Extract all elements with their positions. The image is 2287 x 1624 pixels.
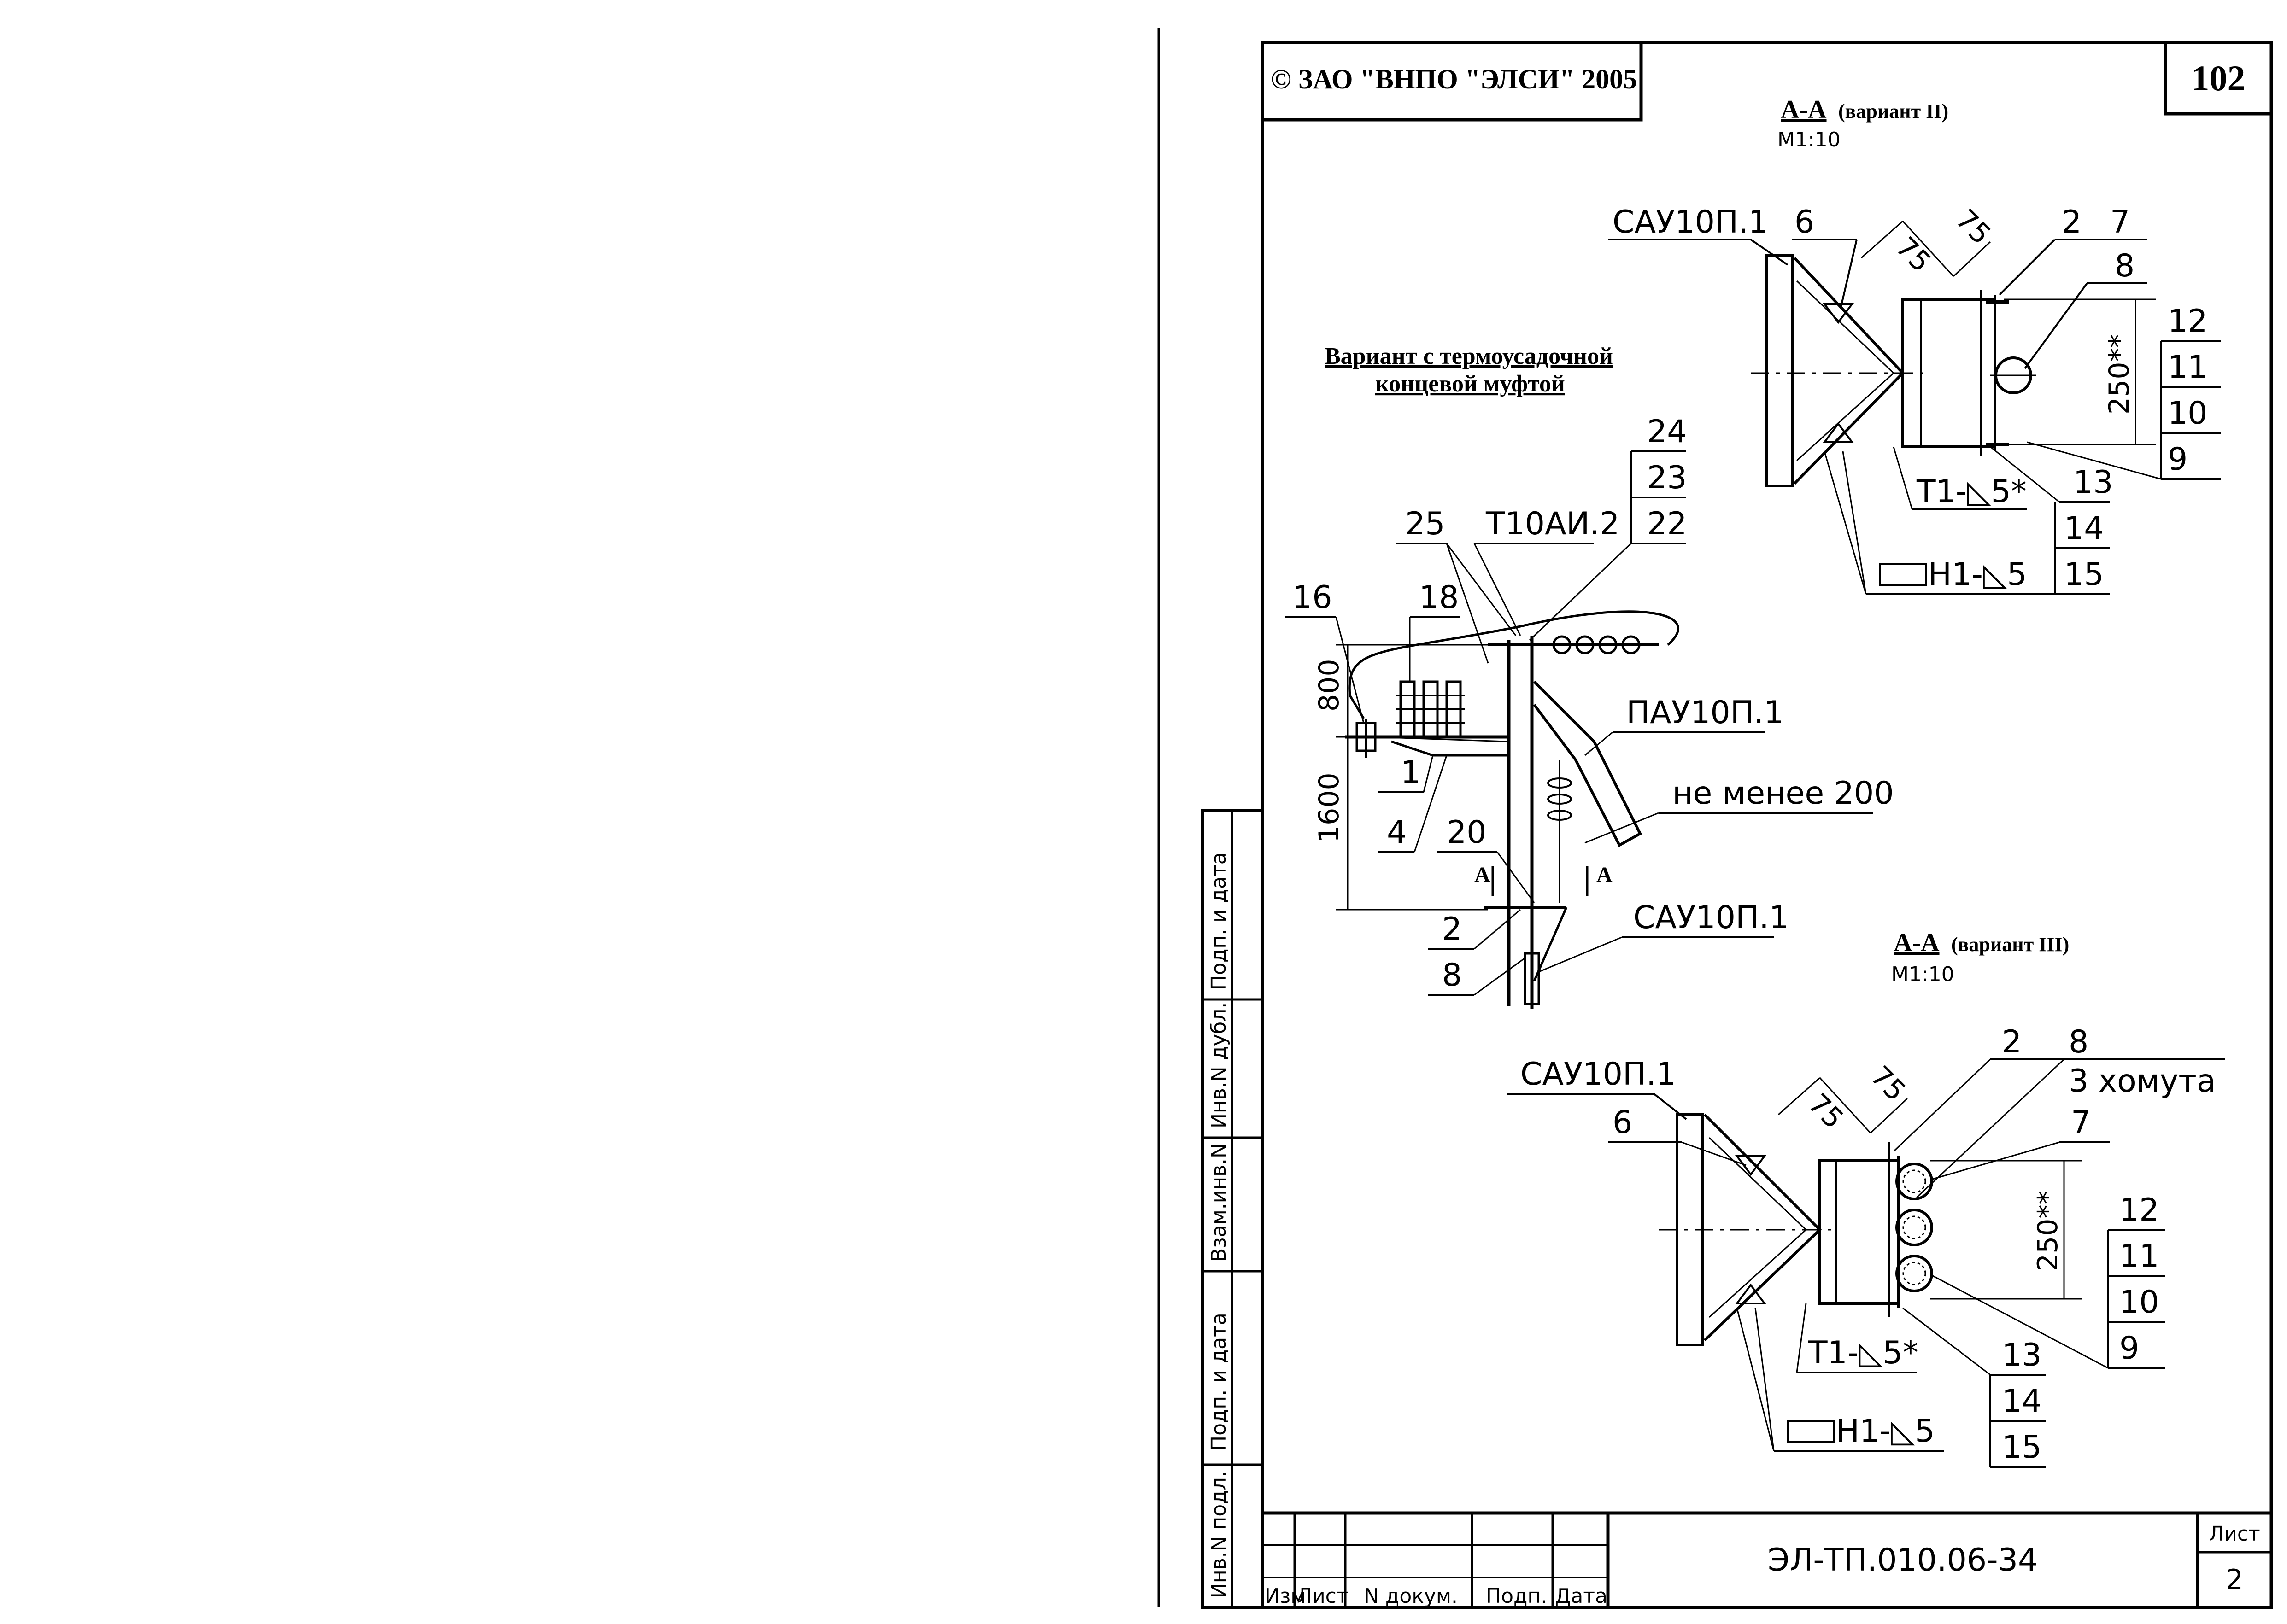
- title-block: Изм. Лист N докум. Подп. Дата ЭЛ-ТП.010.…: [1261, 1511, 2273, 1609]
- stack-item: 11: [2168, 349, 2208, 386]
- dim-250: 250**: [2103, 334, 2135, 415]
- stack-item: 11: [2119, 1238, 2159, 1274]
- weld-t1: Т1-◺5*: [1916, 473, 2027, 510]
- cut-a-left: А: [1474, 863, 1490, 887]
- sheet-number: 2: [2226, 1564, 2243, 1596]
- dim-75-a: 75: [1802, 1087, 1849, 1135]
- label-4: 4: [1387, 814, 1407, 851]
- label-6: 6: [1794, 204, 1814, 240]
- label-2-elev: 2: [1442, 911, 1462, 947]
- section-variant: (вариант III): [1951, 933, 2069, 956]
- stamp-inv-podl: Инв.N подл.: [1207, 1471, 1231, 1598]
- section-scale: М1:10: [1891, 963, 1954, 986]
- label-2: 2: [2062, 204, 2082, 240]
- section-title: А-А: [1894, 929, 1940, 957]
- variant-title-2: концевой муфтой: [1375, 371, 1565, 397]
- stack-item: 12: [2168, 303, 2208, 339]
- callout-stack-bottom: 14 15: [2054, 502, 2110, 595]
- copyright-text: © ЗАО "ВНПО "ЭЛСИ" 2005: [1271, 64, 1637, 94]
- side-stamp: Инв.N подл. Подп. и дата Взам.инв.N Инв.…: [1201, 809, 1264, 1609]
- stack-item: 12: [2119, 1192, 2159, 1228]
- insulator-chain: [1552, 635, 1641, 654]
- stack-item: 10: [2119, 1284, 2159, 1320]
- weld-t1: Т1-◺5*: [1808, 1335, 1918, 1371]
- stack-item: 14: [2064, 510, 2104, 547]
- cable-clamps: [1895, 1163, 1933, 1292]
- stack-item: 9: [2119, 1330, 2139, 1367]
- label-16: 16: [1292, 579, 1332, 616]
- stack-item: 9: [2168, 441, 2187, 478]
- label-13: 13: [2002, 1337, 2042, 1373]
- cable-terminals: [1396, 680, 1465, 738]
- col-list: Лист: [1297, 1584, 1349, 1608]
- label-8-elev: 8: [1442, 957, 1462, 993]
- label-2: 2: [2002, 1024, 2022, 1060]
- section-title: А-А: [1781, 95, 1827, 124]
- label-22: 22: [1647, 506, 1687, 542]
- label-8: 8: [2069, 1024, 2088, 1060]
- label-8: 8: [2115, 248, 2135, 284]
- stack-item: 10: [2168, 395, 2208, 432]
- stamp-vzam-inv: Взам.инв.N: [1207, 1143, 1231, 1262]
- col-data: Дата: [1555, 1584, 1607, 1608]
- page-number: 102: [2192, 58, 2246, 98]
- stack-item: 15: [2064, 556, 2104, 593]
- col-n-dokum: N докум.: [1364, 1584, 1458, 1608]
- label-7: 7: [2071, 1104, 2091, 1141]
- col-izm: Изм.: [1265, 1584, 1313, 1608]
- col-podp: Подп.: [1486, 1584, 1547, 1608]
- weld-n1: Н1-◺5: [1928, 556, 2027, 593]
- section-aa-variant-3: А-А (вариант III) М1:10 САУ10П.1 6: [1507, 929, 2225, 1468]
- stack-item: 14: [2002, 1383, 2042, 1420]
- label-25: 25: [1405, 506, 1445, 542]
- elevation-view: Вариант с термоусадочной концевой муфтой: [1285, 343, 1894, 1009]
- label-18: 18: [1419, 579, 1459, 616]
- surge-arrester: [1547, 777, 1572, 821]
- label-23: 23: [1647, 460, 1687, 496]
- label-pau: ПАУ10П.1: [1626, 695, 1784, 731]
- doc-code: ЭЛ-ТП.010.06-34: [1768, 1542, 2038, 1578]
- callout-stack-bottom: 14 15: [1989, 1375, 2046, 1468]
- callout-stack-right: 12 11 10 9: [1932, 1192, 2165, 1369]
- label-sau: САУ10П.1: [1520, 1056, 1676, 1092]
- section-variant: (вариант II): [1838, 100, 1948, 123]
- section-aa-variant-2: А-А (вариант II) М1:10 САУ10П.1 6 75: [1608, 95, 2221, 595]
- cut-a-right: А: [1596, 863, 1613, 887]
- label-sau: САУ10П.1: [1613, 204, 1768, 240]
- label-clamps: 3 хомута: [2069, 1063, 2216, 1099]
- sheet-label: Лист: [2209, 1522, 2260, 1546]
- label-6: 6: [1613, 1104, 1632, 1141]
- label-1: 1: [1401, 754, 1420, 791]
- callout-stack-right: 12 11 10 9: [2027, 303, 2221, 480]
- label-sau-elev: САУ10П.1: [1633, 900, 1789, 936]
- dim-75-b: 75: [1949, 203, 1997, 251]
- stack-item: 15: [2002, 1429, 2042, 1466]
- dim-250: 250**: [2032, 1191, 2064, 1271]
- label-7: 7: [2110, 204, 2130, 240]
- label-20: 20: [1447, 814, 1487, 851]
- stamp-podp-data-2: Подп. и дата: [1207, 852, 1231, 990]
- label-not-less-200: не менее 200: [1672, 775, 1894, 812]
- dim-1600: 1600: [1313, 772, 1345, 843]
- weld-n1: Н1-◺5: [1836, 1413, 1935, 1449]
- dim-800: 800: [1313, 659, 1345, 712]
- dim-75-a: 75: [1889, 231, 1937, 278]
- section-scale: М1:10: [1777, 128, 1841, 152]
- stamp-podp-data-1: Подп. и дата: [1207, 1313, 1231, 1451]
- page-number-box: 102: [2164, 41, 2273, 116]
- label-13: 13: [2073, 464, 2113, 501]
- copyright-box: © ЗАО "ВНПО "ЭЛСИ" 2005: [1261, 41, 1643, 122]
- label-t10ai: Т10АИ.2: [1485, 506, 1619, 542]
- variant-title-1: Вариант с термоусадочной: [1325, 343, 1613, 369]
- stamp-inv-dubl: Инв.N дубл.: [1207, 1002, 1231, 1128]
- label-24: 24: [1647, 414, 1687, 450]
